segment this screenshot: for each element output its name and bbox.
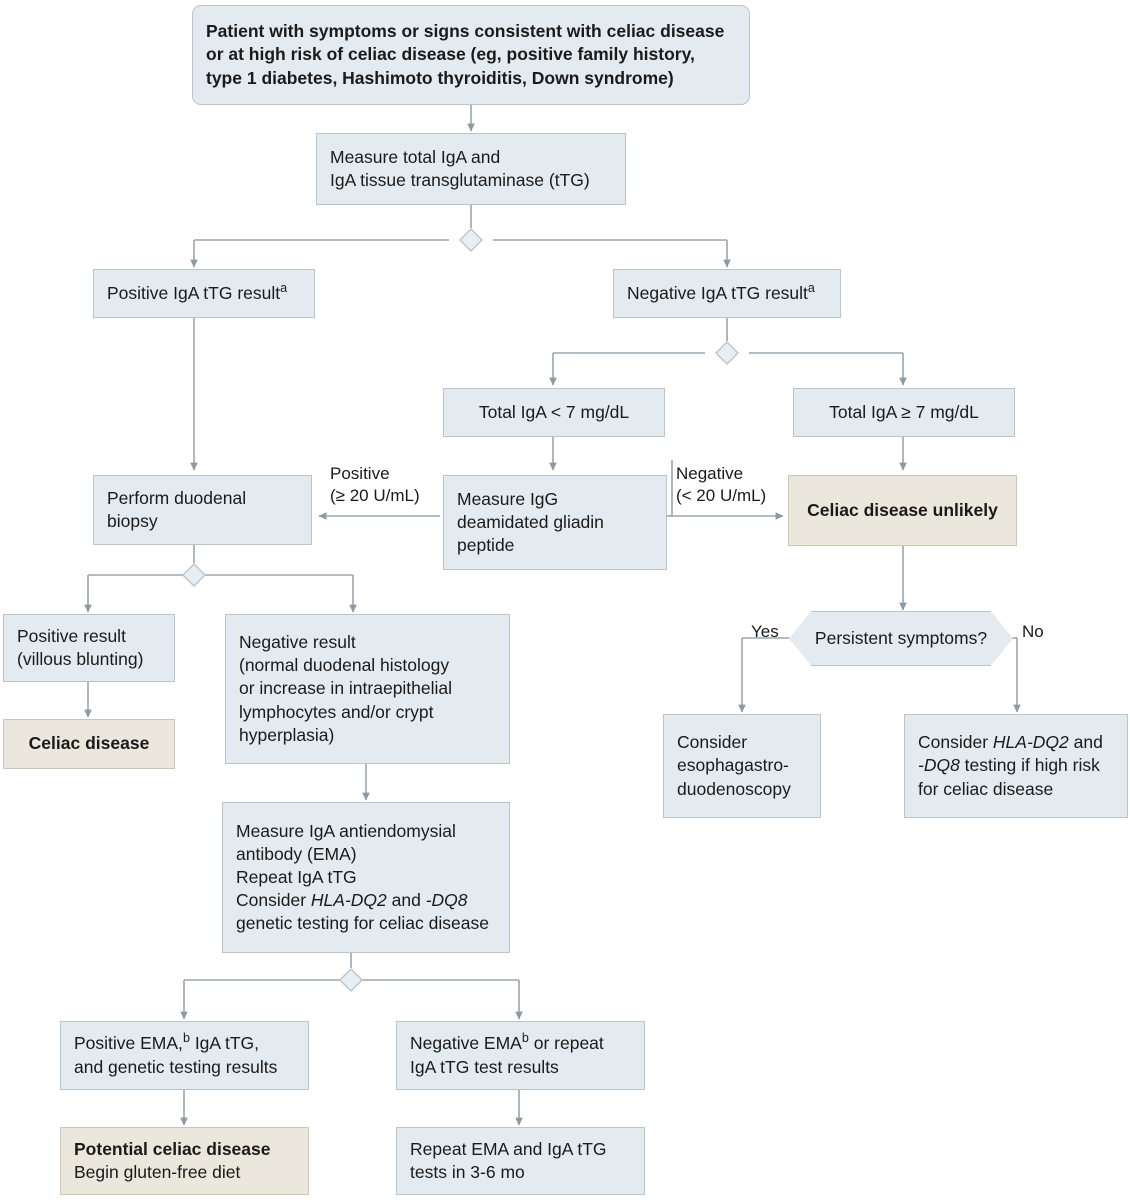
ema-consider-prefix: Consider [236,890,311,911]
node-negative-biopsy-result: Negative result (normal duodenal histolo… [225,614,510,764]
edge-label-symptoms-no: No [1022,621,1044,643]
hla-line-3: for celiac disease [918,778,1054,799]
total-iga-low-text: Total IgA < 7 mg/dL [478,401,630,422]
node-perform-duodenal-biopsy: Perform duodenal biopsy [93,475,312,545]
node-positive-ema-results: Positive EMA,b IgA tTG, and genetic test… [60,1021,309,1090]
dgp-line-2: deamidated gliadin [457,511,604,532]
node-consider-hla-testing: Consider HLA-DQ2 and -DQ8 testing if hig… [904,714,1128,818]
positive-ttg-text: Positive IgA tTG result [107,282,281,303]
biopsy-line-2: biopsy [107,511,158,531]
ema-gene-dq8: -DQ8 [425,890,468,911]
node-potential-celiac-disease: Potential celiac disease Begin gluten-fr… [60,1127,309,1195]
positive-biopsy-line-2: (villous blunting) [17,649,144,669]
negative-ema-footnote: b [521,1031,529,1046]
node-negative-iga-ttg-result: Negative IgA tTG resulta [613,269,841,318]
node-repeat-ema-ttg-tests: Repeat EMA and IgA tTG tests in 3-6 mo [396,1127,645,1195]
entry-line-1: Patient with symptoms or signs consisten… [206,21,725,42]
hla-consider-prefix: Consider [918,732,993,753]
celiac-disease-text: Celiac disease [28,733,150,754]
symptoms-yes-text: Yes [751,622,779,641]
ema-line-3: Repeat IgA tTG [236,866,357,887]
negative-ema-prefix: Negative EMA [410,1033,522,1054]
biopsy-line-1: Perform duodenal [107,487,247,508]
entry-line-2: or at high risk of celiac disease (eg, p… [206,44,695,65]
negative-ema-line-2: IgA tTG test results [410,1056,559,1077]
dgp-positive-line-2: (≥ 20 U/mL) [330,486,420,506]
node-positive-biopsy-result: Positive result (villous blunting) [3,614,175,682]
negative-ema-suffix: or repeat [528,1033,604,1054]
potential-celiac-line-1: Potential celiac disease [74,1138,271,1159]
node-measure-igg-dgp: Measure IgG deamidated gliadin peptide [443,475,667,570]
egd-line-2: esophagastro- [677,755,789,776]
edge-label-dgp-positive: Positive (≥ 20 U/mL) [330,463,420,507]
egd-line-1: Consider [677,732,748,753]
edge-label-symptoms-yes: Yes [751,621,779,643]
negative-biopsy-line-4: lymphocytes and/or crypt [239,701,434,722]
positive-ema-footnote: b [182,1031,190,1046]
dgp-line-1: Measure IgG [457,488,559,509]
potential-celiac-line-2: Begin gluten-free diet [74,1162,241,1182]
hla-testing-suffix: testing if high risk [959,755,1100,776]
positive-ema-line-2: and genetic testing results [74,1056,278,1077]
entry-line-3: type 1 diabetes, Hashimoto thyroiditis, … [206,67,674,88]
egd-line-3: duodenoscopy [677,778,791,799]
hla-line-2: -DQ8 testing if high risk [918,754,1114,777]
ema-line-2: antibody (EMA) [236,843,357,864]
measure-iga-line-1: Measure total IgA and [330,146,501,167]
hla-and: and [1068,732,1103,753]
junction-diamond-1 [459,228,483,252]
negative-ema-line-1: Negative EMAb or repeat [410,1032,631,1055]
positive-ema-line-1: Positive EMA,b IgA tTG, [74,1032,295,1055]
junction-diamond-3 [182,563,206,587]
edge-label-dgp-negative: Negative (< 20 U/mL) [676,463,766,507]
node-celiac-disease-unlikely: Celiac disease unlikely [788,475,1017,546]
node-total-iga-low: Total IgA < 7 mg/dL [443,388,665,437]
negative-biopsy-line-5: hyperplasia) [239,724,335,745]
negative-biopsy-line-1: Negative result [239,632,356,653]
positive-ema-suffix: IgA tTG, [189,1033,260,1054]
dgp-line-3: peptide [457,535,515,556]
positive-biopsy-line-1: Positive result [17,625,126,646]
persistent-symptoms-text: Persistent symptoms? [814,628,988,648]
hla-gene-dq2: HLA-DQ2 [992,732,1069,753]
dgp-negative-line-1: Negative [676,464,744,483]
node-celiac-disease: Celiac disease [3,719,175,769]
junction-diamond-2 [715,341,739,365]
node-measure-ema-repeat-ttg: Measure IgA antiendomysial antibody (EMA… [222,802,510,953]
negative-ttg-text: Negative IgA tTG result [627,282,808,303]
hla-line-1: Consider HLA-DQ2 and [918,731,1114,754]
hla-gene-dq8: -DQ8 [918,755,960,776]
ema-line-5: genetic testing for celiac disease [236,913,489,934]
repeat-tests-line-2: tests in 3-6 mo [410,1162,525,1182]
symptoms-no-text: No [1022,622,1044,641]
negative-biopsy-line-3: or increase in intraepithelial [239,678,453,699]
node-negative-ema-results: Negative EMAb or repeat IgA tTG test res… [396,1021,645,1090]
positive-ttg-footnote: a [280,281,288,296]
node-entry-criteria: Patient with symptoms or signs consisten… [192,5,750,105]
repeat-tests-line-1: Repeat EMA and IgA tTG [410,1138,607,1159]
node-measure-total-iga: Measure total IgA and IgA tissue transgl… [316,133,626,205]
ema-line-1: Measure IgA antiendomysial [236,820,456,841]
total-iga-high-text: Total IgA ≥ 7 mg/dL [829,401,979,422]
ema-line-4: Consider HLA-DQ2 and -DQ8 [236,889,496,912]
ema-and: and [386,890,426,911]
node-consider-egd: Consider esophagastro- duodenoscopy [663,714,821,818]
negative-biopsy-line-2: (normal duodenal histology [239,655,450,676]
ema-gene-hla-dq2: HLA-DQ2 [310,890,387,911]
dgp-negative-line-2: (< 20 U/mL) [676,486,767,506]
dgp-positive-line-1: Positive [330,464,390,483]
junction-diamond-4 [339,968,363,992]
node-persistent-symptoms-decision: Persistent symptoms? [789,611,1013,666]
measure-iga-line-2: IgA tissue transglutaminase (tTG) [330,170,590,190]
celiac-unlikely-text: Celiac disease unlikely [807,499,998,520]
negative-ttg-footnote: a [807,281,815,296]
positive-ema-prefix: Positive EMA, [74,1033,183,1054]
node-total-iga-high: Total IgA ≥ 7 mg/dL [793,388,1015,437]
node-positive-iga-ttg-result: Positive IgA tTG resulta [93,269,315,318]
